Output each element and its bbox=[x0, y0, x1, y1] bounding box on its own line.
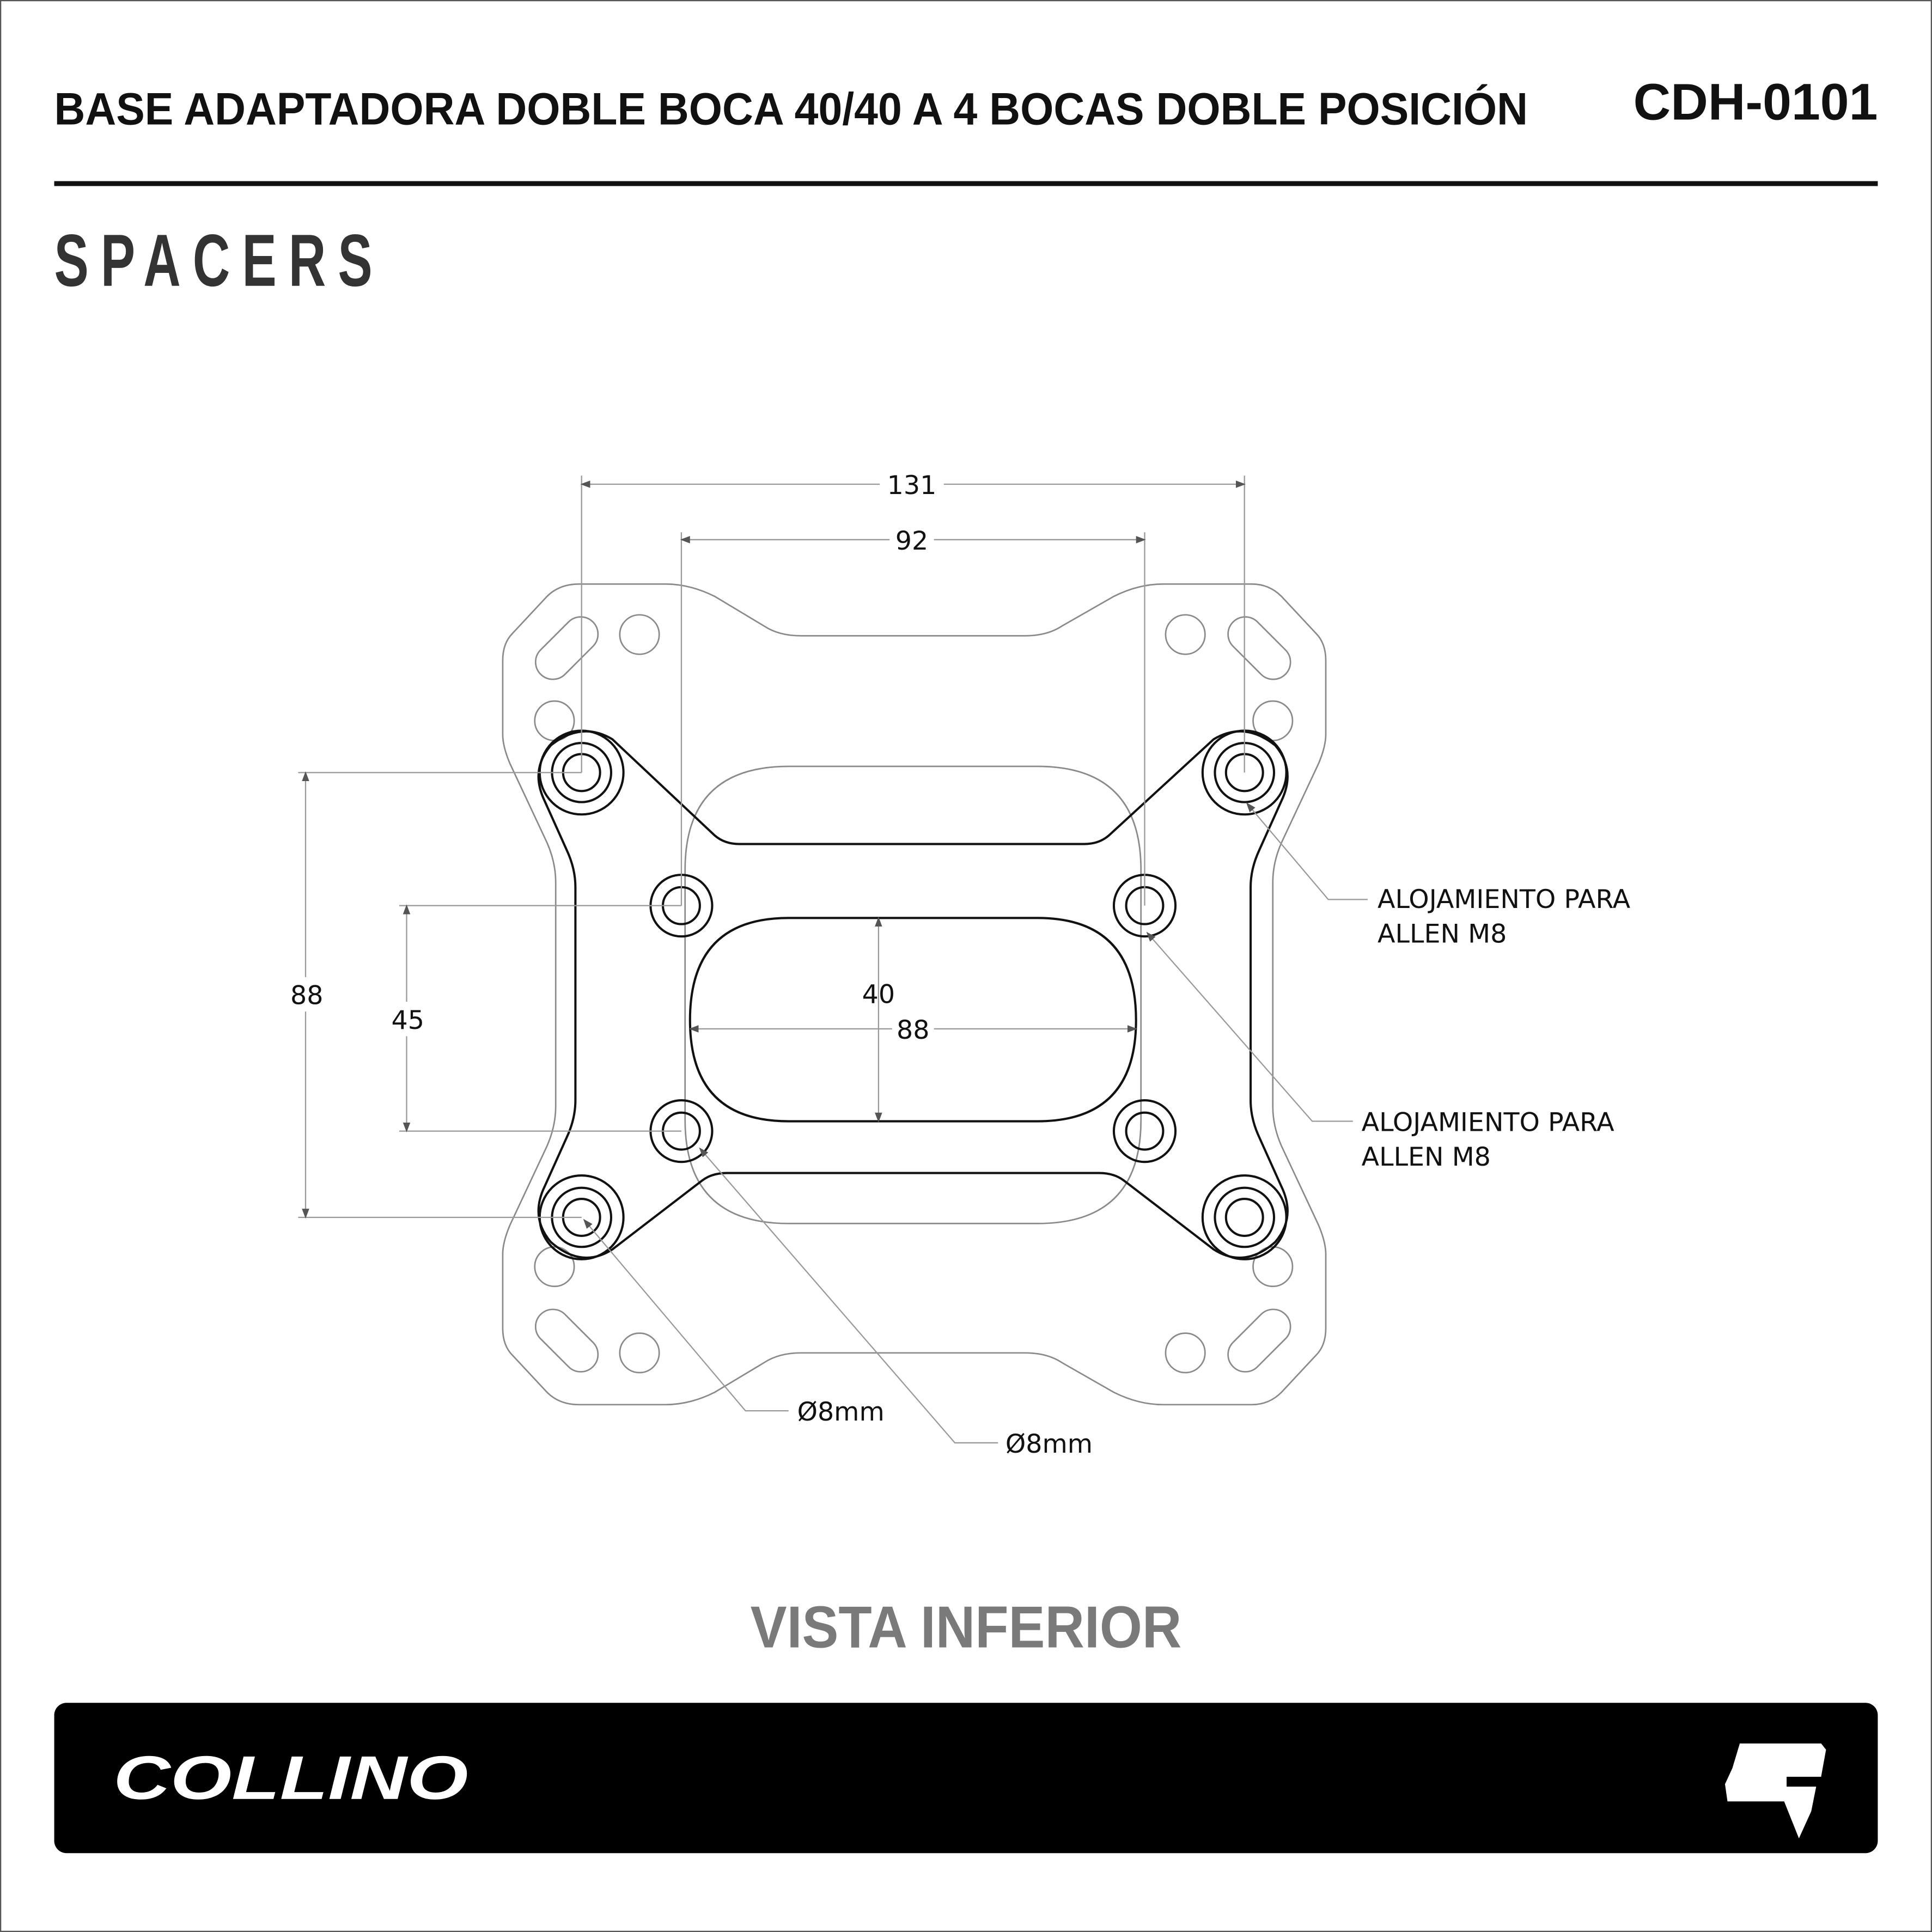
dim-slot-height: 40 bbox=[862, 979, 895, 1009]
callout-allen-top-line1: ALOJAMIENTO PARA bbox=[1378, 885, 1631, 915]
view-label: VISTA INFERIOR bbox=[751, 1594, 1182, 1660]
dim-inner-height: 45 bbox=[392, 1005, 424, 1035]
footer-bar bbox=[54, 1703, 1878, 1854]
upper-bore-outline bbox=[684, 765, 1142, 1224]
category-label: SPACERS bbox=[54, 219, 385, 302]
product-code: CDH-0101 bbox=[1634, 73, 1878, 131]
lower-flange-outline bbox=[537, 730, 1289, 1259]
brand-c-logo bbox=[1724, 1743, 1826, 1839]
product-title: BASE ADAPTADORA DOBLE BOCA 40/40 A 4 BOC… bbox=[54, 83, 1528, 134]
callout-allen-mid-line2: ALLEN M8 bbox=[1362, 1142, 1491, 1172]
header-divider bbox=[54, 181, 1878, 186]
dim-outer-height: 88 bbox=[290, 981, 323, 1011]
callout-allen-top-line2: ALLEN M8 bbox=[1378, 919, 1507, 949]
dim-inner-width: 92 bbox=[895, 526, 928, 556]
lower-bore-slot bbox=[688, 917, 1137, 1123]
technical-drawing: 131 92 88 45 40 88 ALOJAMIENTO PARA ALLE… bbox=[285, 468, 1631, 1459]
callout-hole-b: Ø8mm bbox=[1005, 1429, 1093, 1459]
adjustment-slots bbox=[534, 616, 1291, 1373]
plate-outline bbox=[502, 583, 1327, 1406]
callout-allen-mid-line1: ALOJAMIENTO PARA bbox=[1362, 1108, 1615, 1138]
dim-outer-width: 131 bbox=[887, 471, 937, 501]
dim-slot-width: 88 bbox=[897, 1015, 929, 1045]
callout-hole-a: Ø8mm bbox=[797, 1397, 885, 1427]
brand-logo: COLLINO bbox=[113, 1744, 468, 1812]
dimension-lines bbox=[285, 468, 1246, 1219]
callout-leaders bbox=[583, 802, 1368, 1444]
